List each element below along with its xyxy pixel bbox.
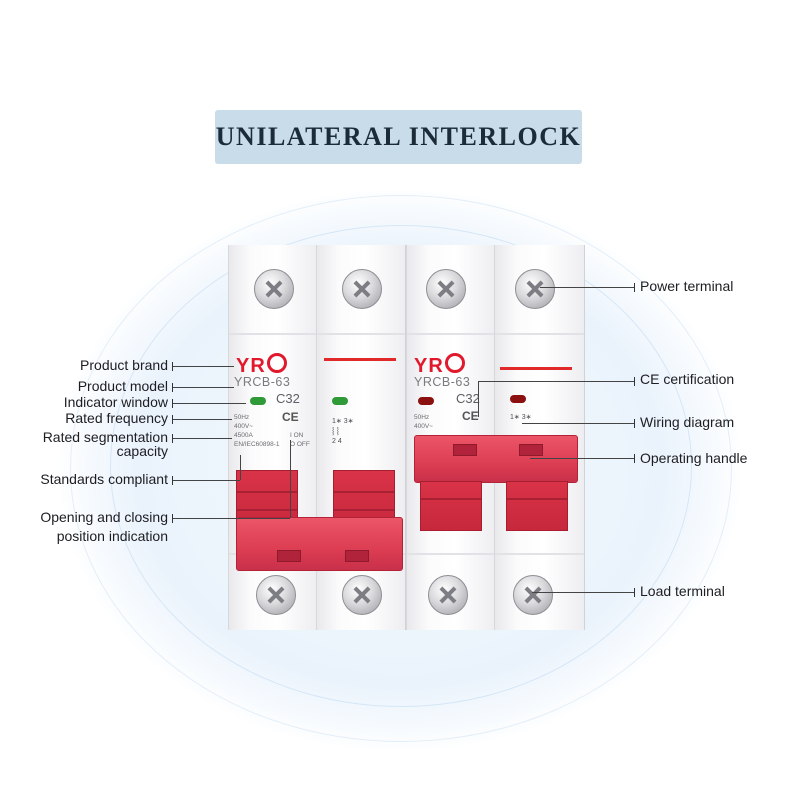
label-product-brand: Product brand (80, 357, 168, 373)
leader-line (172, 403, 246, 404)
toggle-lever-4 (506, 481, 568, 531)
toggle-lever-3 (420, 481, 482, 531)
leader-line (172, 366, 234, 367)
spec-frequency: 50Hz (234, 414, 250, 421)
leader-tick (172, 362, 173, 371)
indicator-window-red (510, 395, 526, 403)
power-terminal-screw-icon (515, 269, 555, 309)
label-rated-segmentation: Rated segmentation (42, 429, 168, 445)
spec-block-right: 50Hz 400V~ (414, 414, 433, 430)
product-model-text: YRCB-63 (234, 375, 291, 389)
load-terminal-screw-icon (513, 575, 553, 615)
background-ring-outer (70, 195, 732, 742)
on-off-markings: I ON O OFF (290, 432, 310, 448)
load-terminal-screw-icon (342, 575, 382, 615)
power-terminal-screw-icon (342, 269, 382, 309)
spec-capacity: 4500A (234, 432, 253, 439)
leader-tick (634, 377, 635, 386)
leader-tick (634, 419, 635, 428)
leader-tick (172, 399, 173, 408)
product-brand-logo: YR (236, 353, 287, 378)
label-rated-segmentation-2: capacity (116, 443, 168, 459)
spec-voltage: 400V~ (234, 423, 253, 430)
leader-line (172, 387, 234, 388)
leader-tick (634, 283, 635, 292)
page-title: UNILATERAL INTERLOCK (215, 122, 582, 151)
leader-tick (172, 476, 173, 485)
label-opening-closing: Opening and closing (40, 509, 168, 525)
leader-line (172, 438, 232, 439)
label-rated-frequency: Rated frequency (65, 410, 168, 426)
load-terminal-screw-icon (428, 575, 468, 615)
label-indicator-window: Indicator window (63, 394, 168, 410)
indicator-window-green (332, 397, 348, 405)
operating-handle-left (236, 517, 403, 571)
leader-line (172, 419, 232, 420)
leader-tick (172, 415, 173, 424)
indicator-window-red (418, 397, 434, 405)
spec-standard: EN/IEC60898-1 (234, 441, 280, 448)
product-brand-logo-right: YR (414, 353, 465, 378)
label-standards-compliant: Standards compliant (40, 471, 168, 487)
leader-line-vertical (478, 381, 479, 417)
leader-tick (634, 454, 635, 463)
leader-tick (172, 383, 173, 392)
label-operating-handle: Operating handle (640, 450, 748, 466)
leader-line (522, 423, 634, 424)
leader-line (478, 381, 634, 382)
product-model-text-right: YRCB-63 (414, 375, 471, 389)
circuit-breaker-product-image: YR YRCB-63 C32 CE 50Hz 400V~ 4500A EN/IE… (228, 245, 585, 630)
spec-block: 50Hz 400V~ 4500A EN/IEC60898-1 (234, 413, 280, 449)
leader-line (540, 287, 634, 288)
label-wiring-diagram: Wiring diagram (640, 414, 735, 430)
load-terminal-screw-icon (256, 575, 296, 615)
power-terminal-screw-icon (254, 269, 294, 309)
pole-red-stripe-right (500, 367, 572, 370)
wiring-diagram-right: 1∗ 3∗ (510, 414, 532, 421)
leader-line (172, 480, 240, 481)
leader-tick (172, 434, 173, 443)
indicator-window-green (250, 397, 266, 405)
power-terminal-screw-icon (426, 269, 466, 309)
leader-tick (172, 514, 173, 523)
label-ce-certification: CE certification (640, 371, 735, 387)
label-power-terminal: Power terminal (640, 278, 734, 294)
ce-mark-right: CE (462, 409, 479, 423)
rating-text-right: C32 (456, 391, 480, 406)
label-load-terminal: Load terminal (640, 583, 725, 599)
title-banner: UNILATERAL INTERLOCK (215, 110, 582, 164)
label-product-model: Product model (77, 378, 168, 394)
leader-line (532, 592, 634, 593)
ce-mark: CE (282, 410, 299, 424)
leader-tick (634, 588, 635, 597)
leader-line (172, 518, 290, 519)
operating-handle-right (414, 435, 578, 483)
leader-line-vertical (290, 440, 291, 518)
leader-line-vertical (240, 455, 241, 480)
wiring-diagram-left: 1∗ 3∗ ⸾ ⸾ 2 4 (332, 418, 354, 445)
rating-text: C32 (276, 391, 300, 406)
label-opening-closing-2: position indication (56, 528, 168, 544)
background-ring-inner (110, 225, 692, 707)
pole-red-stripe (324, 358, 396, 361)
leader-line (530, 458, 634, 459)
